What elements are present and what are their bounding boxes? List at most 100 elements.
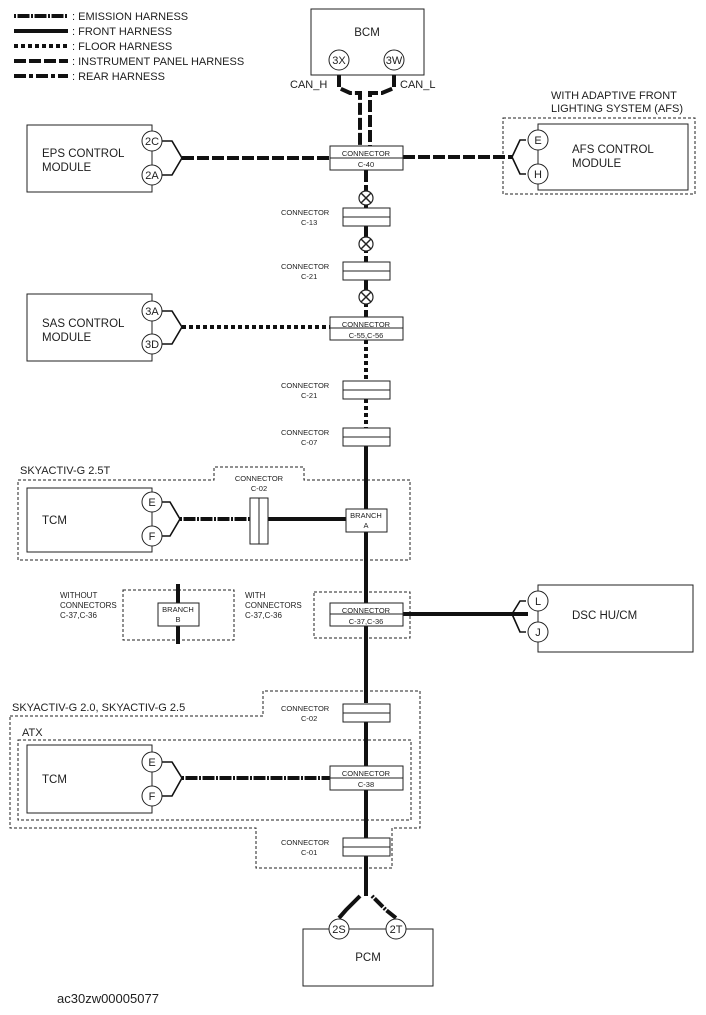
afs-label-line1: AFS CONTROL xyxy=(572,144,654,156)
connector-c02-lower-line1: CONNECTOR xyxy=(281,704,330,713)
connector-c13-line2: C-13 xyxy=(301,218,317,227)
pin-tcm-lower-e xyxy=(141,751,163,773)
pin-bcm-3w xyxy=(383,49,405,71)
with-connectors-line3: C-37,C-36 xyxy=(245,611,282,620)
can-h-label: CAN_H xyxy=(290,79,327,91)
atx-label: ATX xyxy=(22,727,43,739)
pin-afs-e xyxy=(527,129,549,151)
connector-c38: CONNECTOR C-38 xyxy=(329,765,404,791)
tcm-upper-label: TCM xyxy=(42,515,67,527)
connector-c21-lower-line2: C-21 xyxy=(301,391,317,400)
connector-c01-line2: C-01 xyxy=(301,848,317,857)
twisted-pair-markers xyxy=(358,190,374,305)
connector-c01-line1: CONNECTOR xyxy=(281,838,330,847)
tcm-lower-module xyxy=(26,744,153,814)
connector-c21-upper-line2: C-21 xyxy=(301,272,317,281)
connector-c07-line1: CONNECTOR xyxy=(281,428,330,437)
dsc-label: DSC HU/CM xyxy=(572,610,637,622)
connector-c02-upper-line2: C-02 xyxy=(251,484,267,493)
pin-bcm-3x-label: 3X xyxy=(332,55,346,67)
without-connectors-line1: WITHOUT xyxy=(60,591,97,600)
eps-label-line1: EPS CONTROL xyxy=(42,148,125,160)
tcm-upper-module xyxy=(26,487,153,553)
connector-c37-c36-line1: CONNECTOR xyxy=(342,606,391,615)
bcm-label: BCM xyxy=(354,27,380,39)
pin-eps-2a xyxy=(141,164,163,186)
with-connectors-line2: CONNECTORS xyxy=(245,601,302,610)
legend-label-ip: : INSTRUMENT PANEL HARNESS xyxy=(72,56,244,68)
branch-a: BRANCH A xyxy=(345,508,388,533)
harness-wires xyxy=(176,75,528,920)
branch-b-line2: B xyxy=(175,615,180,624)
sas-label-line2: MODULE xyxy=(42,332,92,344)
skyactiv-2025-group xyxy=(9,690,421,869)
connector-c40-line2: C-40 xyxy=(358,160,374,169)
pcm-label: PCM xyxy=(355,952,381,964)
connector-c37-c36-line2: C-37,C-36 xyxy=(349,617,384,626)
branch-a-line2: A xyxy=(363,521,368,530)
pin-leads xyxy=(162,139,526,797)
eps-module xyxy=(26,124,153,193)
tcm-lower-label: TCM xyxy=(42,774,67,786)
pin-afs-h xyxy=(527,163,549,185)
afs-label-line2: MODULE xyxy=(572,158,622,170)
sas-module xyxy=(26,293,153,362)
can-l-label: CAN_L xyxy=(400,79,435,91)
pin-bcm-3x xyxy=(328,49,350,71)
legend-label-emission: : EMISSION HARNESS xyxy=(72,11,188,23)
pin-eps-2c xyxy=(141,130,163,152)
skyactiv-25t-group xyxy=(17,466,411,561)
pin-eps-2a-label: 2A xyxy=(145,170,159,182)
pin-afs-e-label: E xyxy=(534,135,541,147)
pin-dsc-l xyxy=(527,590,549,612)
connector-c55-c56-line2: C-55,C-56 xyxy=(349,331,384,340)
pin-afs-h-label: H xyxy=(534,169,542,181)
branch-a-line1: BRANCH xyxy=(350,511,382,520)
legend-label-floor: : FLOOR HARNESS xyxy=(72,41,172,53)
connector-c02-upper-line1: CONNECTOR xyxy=(235,474,284,483)
connector-c07: CONNECTOR C-07 xyxy=(281,427,391,447)
legend: : EMISSION HARNESS : FRONT HARNESS : FLO… xyxy=(14,11,244,83)
bcm-module xyxy=(310,8,425,76)
afs-module xyxy=(537,123,689,191)
pin-bcm-3w-label: 3W xyxy=(386,55,403,67)
connector-c38-line2: C-38 xyxy=(358,780,374,789)
pin-dsc-l-label: L xyxy=(535,596,541,608)
connector-c38-line1: CONNECTOR xyxy=(342,769,391,778)
pin-eps-2c-label: 2C xyxy=(145,136,159,148)
pin-pcm-2s xyxy=(328,918,350,940)
connector-c02-lower: CONNECTOR C-02 xyxy=(281,703,391,723)
pin-dsc-j xyxy=(527,621,549,643)
connector-c55-c56-line1: CONNECTOR xyxy=(342,320,391,329)
pin-tcm-upper-e-label: E xyxy=(148,497,155,509)
pin-sas-3d-label: 3D xyxy=(145,339,159,351)
pin-sas-3a-label: 3A xyxy=(145,306,159,318)
eps-label-line2: MODULE xyxy=(42,162,92,174)
connector-c21-upper-line1: CONNECTOR xyxy=(281,262,330,271)
connector-c13-line1: CONNECTOR xyxy=(281,208,330,217)
afs-option-label-line1: WITH ADAPTIVE FRONT xyxy=(551,90,677,102)
sas-label-line1: SAS CONTROL xyxy=(42,318,125,330)
branch-b: BRANCH B xyxy=(157,602,200,627)
connector-c07-line2: C-07 xyxy=(301,438,317,447)
legend-label-front: : FRONT HARNESS xyxy=(72,26,172,38)
atx-group xyxy=(17,739,412,821)
skyactiv-25t-label: SKYACTIV-G 2.5T xyxy=(20,465,111,477)
with-connectors-line1: WITH xyxy=(245,591,266,600)
pin-tcm-lower-f xyxy=(141,785,163,807)
connector-c40: CONNECTOR C-40 xyxy=(329,145,404,171)
twist-icon xyxy=(358,190,374,206)
connector-c55-c56: CONNECTOR C-55,C-56 xyxy=(329,316,404,341)
dsc-module xyxy=(537,584,694,653)
pin-dsc-j-label: J xyxy=(535,627,541,639)
pin-tcm-upper-f xyxy=(141,525,163,547)
twist-icon xyxy=(358,289,374,305)
connector-c21-upper: CONNECTOR C-21 xyxy=(281,261,391,281)
pin-sas-3a xyxy=(141,300,163,322)
afs-option-label-line2: LIGHTING SYSTEM (AFS) xyxy=(551,103,683,115)
without-connectors-line2: CONNECTORS xyxy=(60,601,117,610)
pcm-module xyxy=(302,928,434,987)
branch-b-line1: BRANCH xyxy=(162,605,194,614)
pin-sas-3d xyxy=(141,333,163,355)
